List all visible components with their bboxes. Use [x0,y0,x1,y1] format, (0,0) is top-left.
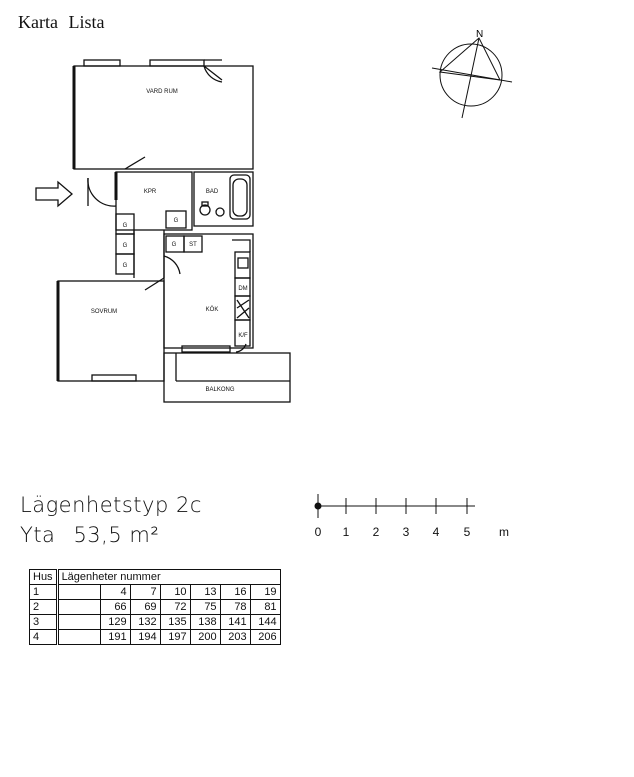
header-hus: Hus [29,569,59,585]
closet-g-label: G [123,243,128,249]
unit-cell: 72 [159,599,191,615]
table-row: 1 4 7 10 13 16 19 [29,584,281,600]
scale-tick-1: 1 [343,525,350,539]
room-label-living: VARD RUM [146,89,178,95]
apartment-type: Lägenhetstyp 2c [20,493,202,517]
scale-unit: m [499,525,509,539]
karta-link[interactable]: Karta [18,12,58,32]
unit-cell: 141 [219,614,251,630]
units-table: Hus Lägenheter nummer 1 4 7 10 13 16 19 … [29,569,281,645]
unit-cell: 191 [99,629,131,645]
unit-cell: 81 [249,599,281,615]
area-label: Yta [20,523,56,547]
hus-cell: 3 [29,614,59,630]
compass-icon [431,37,513,119]
closet-g-label: G [172,242,177,248]
unit-cell: 132 [129,614,161,630]
area-value: 53,5 m² [73,523,160,547]
floor-plan: VARD RUM KPR BAD SOVRUM KÖK BALKONG G G … [35,29,513,403]
unit-cell: 200 [189,629,221,645]
unit-cell: 197 [159,629,191,645]
unit-cell: 78 [219,599,251,615]
scale-bar: 0 1 2 3 4 5 m [314,494,509,539]
unit-cell: 13 [189,584,221,600]
hus-cell: 1 [29,584,59,600]
closet-g-label: G [123,263,128,269]
table-row: 4 191 194 197 200 203 206 [29,629,281,645]
fridge-freezer-label: K/F [238,333,248,339]
room-label-bath: BAD [206,189,219,195]
unit-cell: 16 [219,584,251,600]
room-label-balcony: BALKONG [205,387,234,393]
scale-tick-4: 4 [433,525,440,539]
room-label-bedroom: SOVRUM [91,309,117,315]
unit-cell: 4 [99,584,131,600]
unit-cell: 129 [99,614,131,630]
unit-cell: 75 [189,599,221,615]
unit-cell: 69 [129,599,161,615]
scale-tick-0: 0 [315,525,322,539]
closet-g-label: G [174,218,179,224]
table-row: 3 129 132 135 138 141 144 [29,614,281,630]
header-units: Lägenheter nummer [56,569,281,585]
unit-cell: 10 [159,584,191,600]
apartment-info: Lägenhetstyp 2c Yta 53,5 m² [20,490,202,550]
hus-cell: 2 [29,599,59,615]
closet-g-label: G [123,223,128,229]
hus-cell: 4 [29,629,59,645]
room-label-hall: KPR [144,189,157,195]
unit-cell: 138 [189,614,221,630]
unit-cell: 206 [249,629,281,645]
scale-tick-2: 2 [373,525,380,539]
unit-cell: 66 [99,599,131,615]
unit-cell: 203 [219,629,251,645]
unit-cell: 194 [129,629,161,645]
compass-north-label: N [476,29,483,40]
unit-cell: 7 [129,584,161,600]
lista-link[interactable]: Lista [68,12,105,32]
table-row: 2 66 69 72 75 78 81 [29,599,281,615]
unit-cell: 19 [249,584,281,600]
table-header-row: Hus Lägenheter nummer [29,569,281,585]
unit-cell: 144 [249,614,281,630]
scale-tick-3: 3 [403,525,410,539]
entrance-arrow-icon [35,180,73,208]
storage-st-label: ST [189,242,197,248]
room-label-kitchen: KÖK [206,306,219,313]
dishwasher-label: DM [238,286,247,292]
view-switcher: Karta Lista [18,12,110,33]
unit-cell: 135 [159,614,191,630]
living-room-outline [73,65,254,170]
scale-tick-5: 5 [464,525,471,539]
